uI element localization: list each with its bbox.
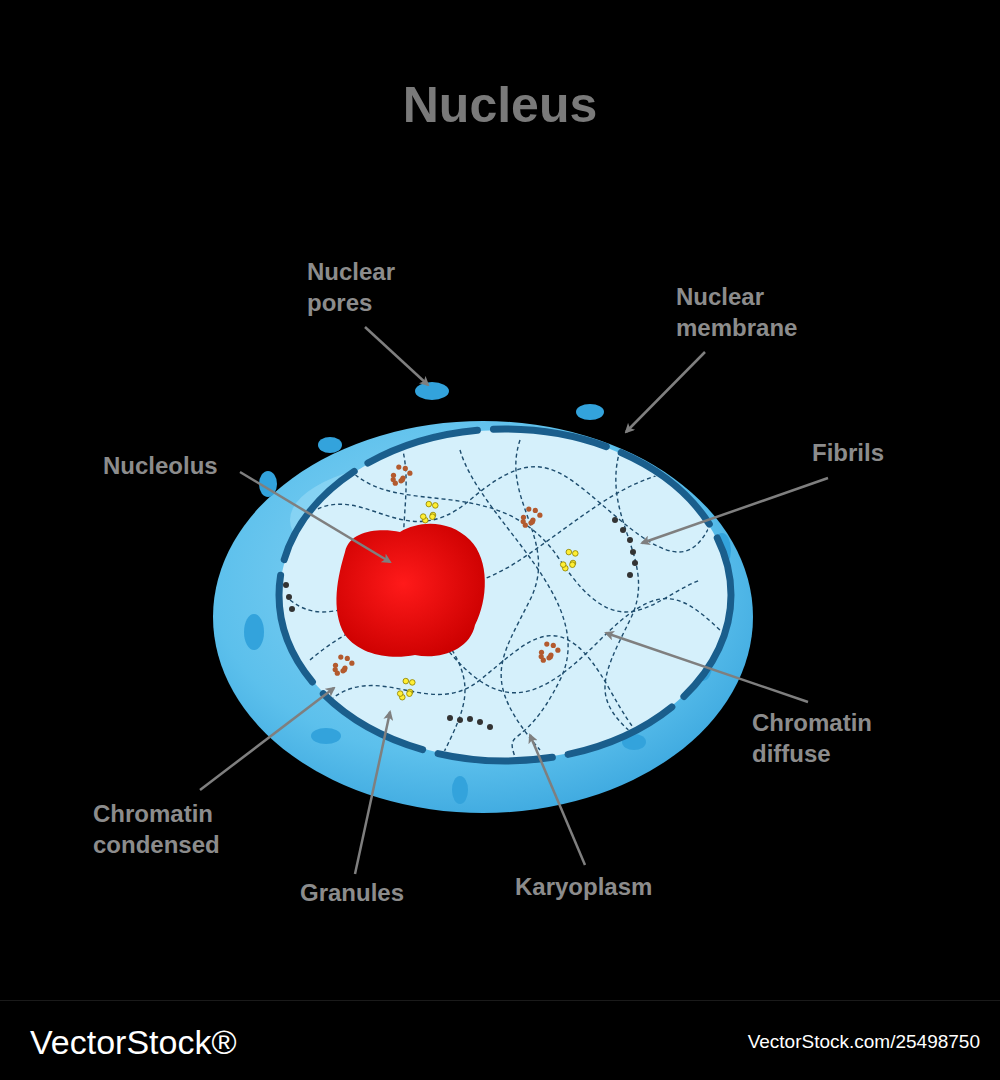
granule-dot bbox=[420, 514, 426, 520]
fibril-dot bbox=[632, 560, 638, 566]
part-label: Chromatin diffuse bbox=[752, 707, 922, 769]
fibril-dot bbox=[457, 717, 463, 723]
granule-dot bbox=[338, 655, 343, 660]
part-label: Granules bbox=[300, 877, 440, 908]
nuclear-pores bbox=[244, 382, 731, 804]
part-label: Karyoplasm bbox=[515, 871, 705, 902]
granule-dot bbox=[573, 551, 579, 557]
fibril-dot bbox=[283, 582, 289, 588]
granule-dot bbox=[398, 478, 403, 483]
granule-dot bbox=[566, 549, 572, 555]
granule-dot bbox=[539, 650, 544, 655]
fibril-dot bbox=[447, 715, 453, 721]
fibril-dot bbox=[487, 724, 493, 730]
granule-dot bbox=[551, 643, 556, 648]
granule-dot bbox=[407, 691, 413, 697]
granule-dot bbox=[345, 656, 350, 661]
granule-dot bbox=[537, 513, 542, 518]
fibril-dot bbox=[467, 716, 473, 722]
granule-dot bbox=[403, 678, 409, 684]
granule-dot bbox=[403, 466, 408, 471]
granule-dot bbox=[433, 503, 439, 509]
fibril-dot bbox=[477, 719, 483, 725]
part-label: Nucleolus bbox=[103, 450, 263, 481]
leader-lines bbox=[200, 327, 828, 874]
granule-dot bbox=[555, 648, 560, 653]
granule-dot bbox=[410, 680, 416, 686]
granule-dot bbox=[340, 668, 345, 673]
granule-dot bbox=[397, 691, 403, 697]
granule-dot bbox=[521, 515, 526, 520]
granules bbox=[283, 465, 638, 731]
fibril-dot bbox=[627, 537, 633, 543]
inner-membrane bbox=[279, 429, 731, 761]
fibril-dot bbox=[286, 594, 292, 600]
fibril-dot bbox=[630, 549, 636, 555]
granule-dot bbox=[333, 663, 338, 668]
part-label: Nuclear pores bbox=[307, 256, 427, 318]
granule-dot bbox=[560, 562, 566, 568]
part-label: Fibrils bbox=[812, 437, 922, 468]
granule-dot bbox=[426, 501, 432, 507]
granule-dot bbox=[391, 473, 396, 478]
part-label: Nuclear membrane bbox=[676, 281, 846, 343]
chromatin-diffuse bbox=[290, 440, 730, 770]
fibril-dot bbox=[612, 517, 618, 523]
granule-dot bbox=[526, 507, 531, 512]
watermark: VectorStock.com/25498750 bbox=[640, 1030, 980, 1054]
karyoplasm bbox=[280, 430, 730, 760]
fibril-dot bbox=[289, 606, 295, 612]
granule-dot bbox=[349, 661, 354, 666]
granule-dot bbox=[533, 508, 538, 513]
granule-dot bbox=[407, 471, 412, 476]
granule-dot bbox=[546, 655, 551, 660]
granule-dot bbox=[570, 562, 576, 568]
fibril-dot bbox=[627, 572, 633, 578]
part-label: Chromatin condensed bbox=[93, 798, 263, 860]
granule-dot bbox=[430, 514, 436, 520]
nuclear-envelope bbox=[213, 421, 753, 813]
title: Nucleus bbox=[0, 76, 1000, 134]
granule-dot bbox=[396, 465, 401, 470]
granule-dot bbox=[528, 520, 533, 525]
granule-dot bbox=[544, 642, 549, 647]
fibril-dot bbox=[620, 527, 626, 533]
watermark: VectorStock® bbox=[30, 1022, 360, 1062]
